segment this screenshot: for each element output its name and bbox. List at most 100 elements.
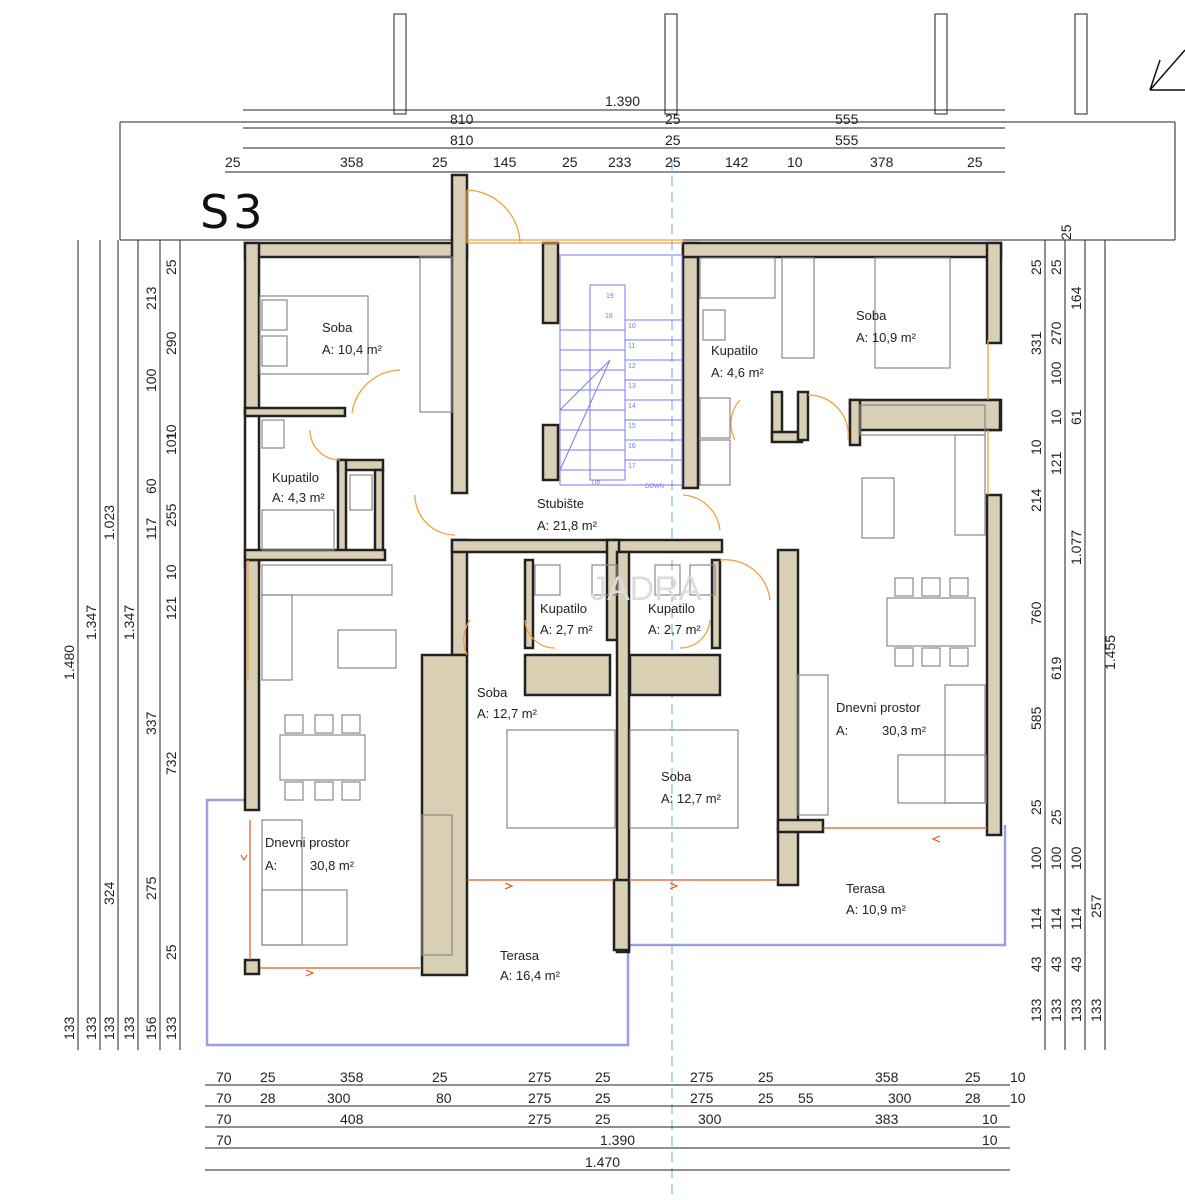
dimension-label: 25: [432, 1069, 448, 1085]
dimension-label: 121: [163, 596, 179, 620]
kitchen-counter: [859, 404, 986, 436]
dimension-label: 133: [1088, 998, 1104, 1022]
stair-number: 13: [628, 383, 636, 390]
dimension-label: 10: [163, 424, 179, 440]
dimension-label: 28: [965, 1090, 981, 1106]
room-area-value: 30,3 m²: [882, 723, 927, 738]
dimension-label: 337: [143, 711, 159, 735]
furniture: [259, 256, 987, 956]
dimension-label: 383: [875, 1111, 899, 1127]
dimension-label: 555: [835, 132, 859, 148]
room-name: Kupatilo: [711, 343, 758, 358]
toilet-icon: [349, 474, 373, 511]
dimension-label: 145: [493, 154, 517, 170]
stair-number: 16: [628, 443, 636, 450]
dimension-label: 70: [216, 1132, 232, 1148]
dimension-label: 290: [163, 331, 179, 355]
dimension-label: 133: [163, 1016, 179, 1040]
dimension-label: 164: [1068, 286, 1084, 310]
dimension-label: 117: [143, 517, 159, 540]
dimension-label: 25: [1058, 224, 1074, 240]
bed-icon: [874, 257, 951, 369]
dimension-label: 300: [698, 1111, 722, 1127]
dimension-label: 100: [1048, 361, 1064, 385]
dimension-label: 10: [1028, 439, 1044, 455]
walls: [243, 173, 1003, 977]
dimension-label: 25: [562, 154, 578, 170]
room-area: A:: [836, 723, 848, 738]
sofa-icon: [261, 889, 348, 946]
dimension-label: 80: [436, 1090, 452, 1106]
dimension-label: 133: [101, 1016, 117, 1040]
dining-table-icon: [886, 597, 976, 647]
dimension-label: 300: [327, 1090, 351, 1106]
stair-up-label: UP: [592, 481, 600, 487]
dimension-label: 114: [1048, 907, 1064, 930]
stair-number: 10: [628, 323, 636, 330]
wardrobe-icon: [781, 257, 815, 359]
dimension-label: 25: [595, 1090, 611, 1106]
dimension-label: 10: [1048, 409, 1064, 425]
dimension-label: 331: [1028, 331, 1044, 355]
kitchen-counter: [261, 564, 393, 596]
dimension-label: 43: [1068, 956, 1084, 972]
dimension-label: 233: [608, 154, 632, 170]
dimension-label: 25: [432, 154, 448, 170]
dimension-label: 25: [595, 1069, 611, 1085]
dimension-label: 25: [1028, 259, 1044, 275]
dimension-label: 100: [143, 368, 159, 392]
stair-number: 18: [605, 313, 613, 320]
tv-unit-icon: [797, 674, 829, 816]
dimension-label: 70: [216, 1069, 232, 1085]
dimension-label: 101: [163, 431, 179, 455]
dimension-label: 43: [1028, 956, 1044, 972]
dimension-label: 324: [101, 881, 117, 905]
windows: [247, 239, 989, 680]
dimension-label: 55: [798, 1090, 814, 1106]
dimension-label: 358: [340, 154, 364, 170]
room-name: Soba: [661, 769, 692, 784]
dimension-label: 1.390: [600, 1132, 635, 1148]
sliding-door-arrows: [240, 820, 987, 977]
room-name: Kupatilo: [272, 470, 319, 485]
dimension-label: 214: [1028, 488, 1044, 512]
dimension-label: 1.347: [121, 605, 137, 640]
wardrobe-icon: [419, 256, 453, 413]
dining-table-icon: [279, 734, 366, 781]
dimension-label: 25: [260, 1069, 276, 1085]
toilet-icon: [702, 309, 726, 341]
bed-icon: [259, 295, 369, 375]
dimension-label: 114: [1028, 907, 1044, 930]
staircase: 10 11 12 13 14 15 16 17 18 19 UP DOWN: [559, 254, 683, 490]
dimension-label: 1.347: [83, 605, 99, 640]
dimension-label: 121: [1048, 451, 1064, 475]
terrace-outline: [205, 798, 1007, 1047]
left-dimensions: 1.480 133 1.347 133 1.023 324 133 1.347 …: [61, 259, 179, 1040]
dimension-label: 213: [143, 286, 159, 310]
stair-number: 19: [606, 293, 614, 300]
room-area-value: 30,8 m²: [310, 858, 355, 873]
dimension-label: 114: [1068, 907, 1084, 930]
room-area: A: 12,7 m²: [477, 706, 538, 721]
room-area: A:: [265, 858, 277, 873]
dimension-label: 70: [216, 1090, 232, 1106]
dimension-label: 133: [83, 1016, 99, 1040]
dimension-label: 358: [875, 1069, 899, 1085]
dimension-label: 275: [690, 1090, 714, 1106]
room-name: Kupatilo: [540, 601, 587, 616]
dimension-label: 10: [163, 564, 179, 580]
room-name: Soba: [322, 320, 353, 335]
washer-icon: [699, 397, 731, 439]
sink-icon: [261, 419, 285, 449]
room-name: Soba: [856, 308, 887, 323]
dimension-label: 25: [758, 1090, 774, 1106]
dimension-label: 25: [665, 132, 681, 148]
dimension-label: 25: [163, 259, 179, 275]
room-area: A: 16,4 m²: [500, 968, 561, 983]
dimension-label: 1.023: [101, 505, 117, 540]
room-area: A: 10,4 m²: [322, 342, 383, 357]
bottom-dimensions: 70 25 358 25 275 25 275 25 358 25 10 70 …: [216, 1069, 1026, 1170]
dimension-label: 25: [1028, 799, 1044, 815]
dimension-label: 100: [1028, 846, 1044, 870]
dimension-label: 555: [835, 111, 859, 127]
